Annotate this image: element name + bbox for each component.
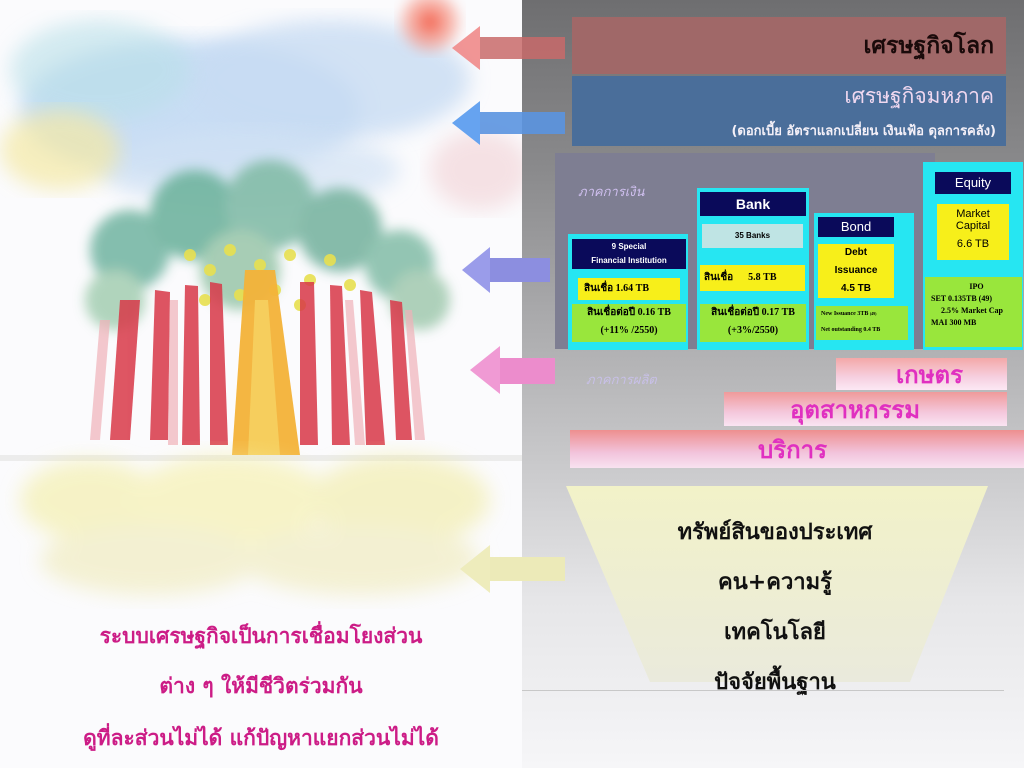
national-assets-text: ทรัพย์สินของประเทศ คน+ความรู้ เทคโนโลยี … (620, 508, 930, 708)
bank-credit-growth: สินเชื่อต่อปี 0.17 TB (+3%/2550) (700, 304, 806, 342)
sfi-credit-growth: สินเชื่อต่อปี 0.16 TB (+11% /2550) (572, 304, 686, 342)
industry-bar: อุตสาหกรรม (724, 392, 1007, 426)
sun-icon (400, 0, 460, 52)
arrow-world-icon (452, 26, 565, 70)
bank-title: Bank (700, 192, 806, 216)
forest-illustration (0, 0, 522, 595)
agriculture-bar: เกษตร (836, 358, 1007, 390)
arrow-production-icon (470, 346, 555, 394)
services-label: บริการ (758, 435, 828, 464)
financial-sector-label: ภาคการเงิน (578, 185, 645, 200)
agriculture-label: เกษตร (895, 360, 963, 389)
sfi-credit: สินเชื่อ 1.64 TB (578, 278, 680, 300)
assets-line-2: คน+ความรู้ (718, 570, 832, 595)
summary-line-1: ระบบเศรษฐกิจเป็นการเชื่อมโยงส่วน (99, 624, 423, 648)
equity-market-cap: Market Capital 6.6 TB (937, 204, 1009, 260)
assets-line-4: ปัจจัยพื้นฐาน (714, 670, 836, 695)
summary-line-2: ต่าง ๆ ให้มีชีวิตร่วมกัน (159, 674, 363, 698)
macro-economy-label: เศรษฐกิจมหภาค (844, 84, 994, 108)
macro-economy-subtitle: (ดอกเบี้ย อัตราแลกเปลี่ยน เงินเฟ้อ ดุลกา… (731, 124, 996, 139)
illustration-panel: ระบบเศรษฐกิจเป็นการเชื่อมโยงส่วน ต่าง ๆ … (0, 0, 522, 750)
world-economy-label: เศรษฐกิจโลก (863, 32, 994, 59)
bank-count: 35 Banks (702, 224, 803, 248)
bond-title: Bond (818, 217, 894, 237)
summary-line-3: ดูที่ละส่วนไม่ได้ แก้ปัญหาแยกส่วนไม่ได้ (83, 726, 439, 750)
assets-line-3: เทคโนโลยี (724, 620, 826, 645)
services-bar: บริการ (570, 430, 1024, 468)
world-economy-bar: เศรษฐกิจโลก (572, 17, 1006, 74)
production-sector-label: ภาคการผลิต (586, 373, 657, 388)
bond-new-issuance: New Issuance 3TB (49) Net outstanding 0.… (816, 306, 908, 340)
equity-ipo: IPO SET 0.135TB (49) 2.5% Market Cap MAI… (925, 277, 1022, 347)
equity-title: Equity (935, 172, 1011, 194)
industry-label: อุตสาหกรรม (790, 395, 921, 424)
arrow-finance-icon (462, 247, 550, 293)
assets-line-1: ทรัพย์สินของประเทศ (677, 520, 873, 545)
bank-credit: สินเชื่อ 5.8 TB (700, 265, 805, 291)
bond-debt-issuance: Debt Issuance 4.5 TB (818, 244, 894, 298)
macro-economy-bar: เศรษฐกิจมหภาค (ดอกเบี้ย อัตราแลกเปลี่ยน … (572, 76, 1006, 146)
arrows-layer (452, 26, 565, 394)
national-assets-funnel (566, 486, 988, 682)
arrow-macro-icon (452, 101, 565, 145)
divider (522, 690, 1004, 691)
sfi-title: 9 Special Financial Institution (572, 239, 686, 269)
arrow-assets-icon (460, 545, 565, 593)
